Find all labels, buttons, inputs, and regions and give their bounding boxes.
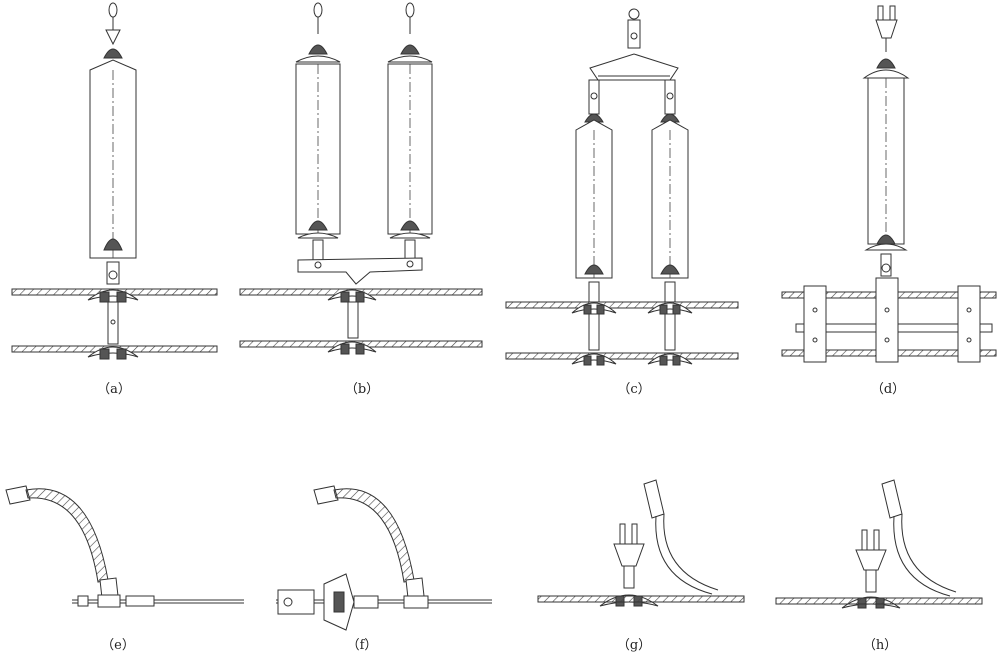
caption-a: （a） <box>97 382 131 397</box>
caption-b: （b） <box>344 382 380 397</box>
panel-e <box>5 485 244 608</box>
caption-d: （d） <box>870 382 906 397</box>
caption-h: （h） <box>862 638 898 653</box>
panel-a <box>11 2 218 360</box>
caption-g: （g） <box>616 638 652 653</box>
panel-b <box>239 2 483 355</box>
panel-c <box>505 8 739 366</box>
panel-f <box>276 485 492 631</box>
panel-d <box>781 5 997 363</box>
caption-c: （c） <box>617 382 651 397</box>
caption-e: （e） <box>101 638 135 653</box>
panel-h <box>775 479 983 609</box>
caption-f: （f） <box>346 638 378 653</box>
panel-g <box>537 479 745 607</box>
